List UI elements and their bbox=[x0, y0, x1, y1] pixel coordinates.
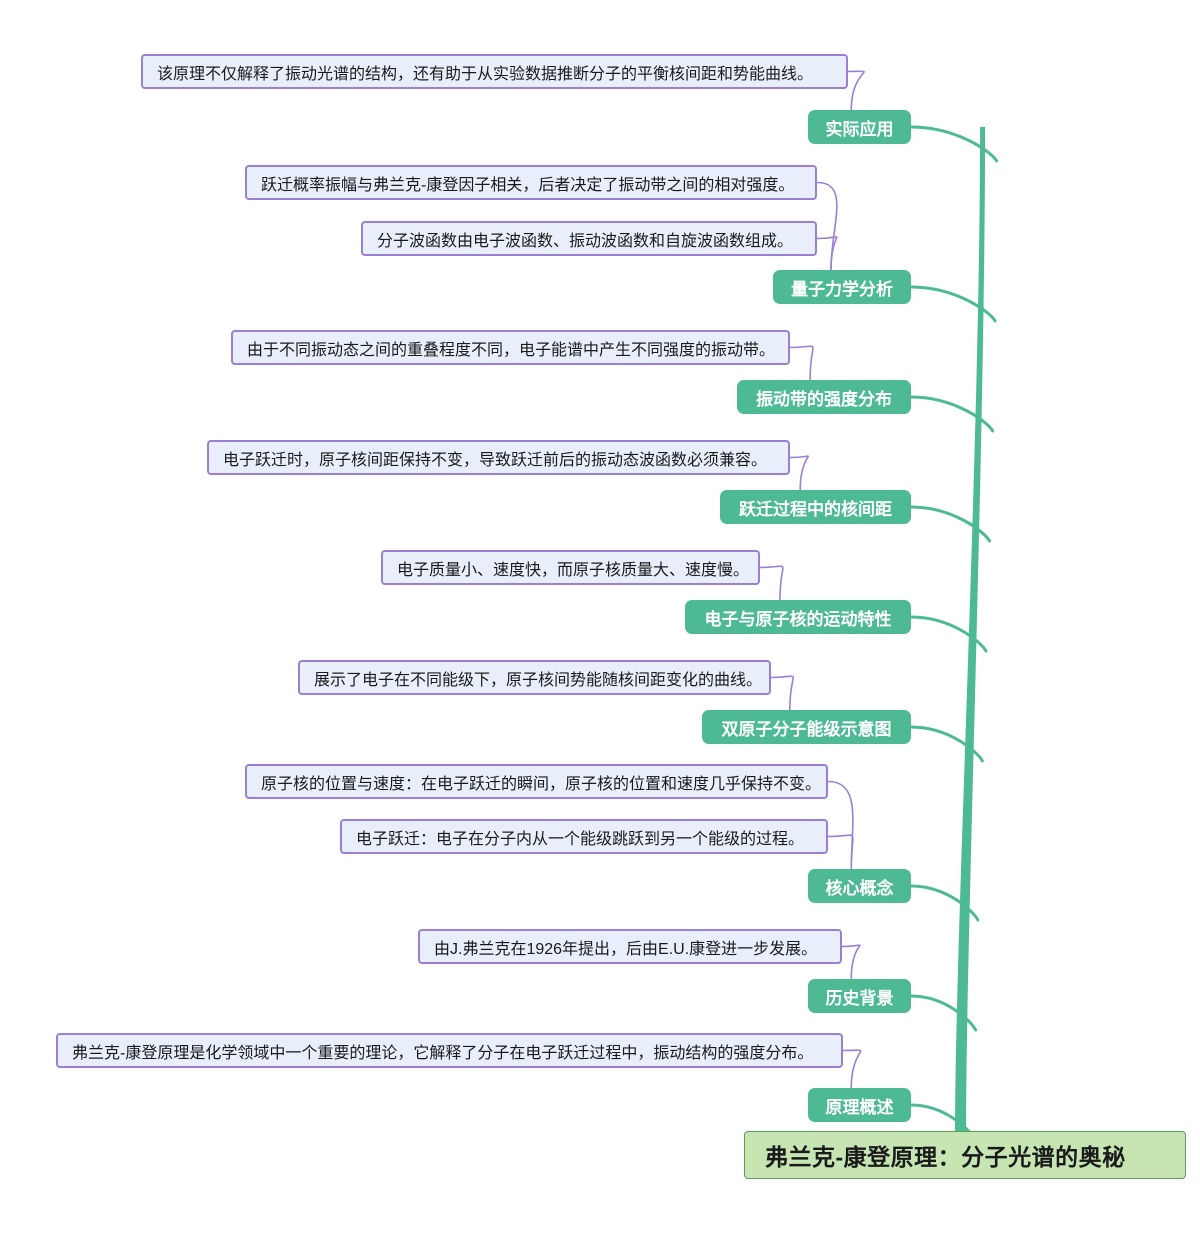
branch-node-internuclear-distance[interactable]: 跃迁过程中的核间距 bbox=[720, 490, 911, 524]
leaf-node[interactable]: 电子跃迁：电子在分子内从一个能级跳跃到另一个能级的过程。 bbox=[340, 819, 828, 854]
leaf-node[interactable]: 由J.弗兰克在1926年提出，后由E.U.康登进一步发展。 bbox=[418, 929, 842, 964]
leaf-node[interactable]: 原子核的位置与速度：在电子跃迁的瞬间，原子核的位置和速度几乎保持不变。 bbox=[245, 764, 828, 799]
leaf-node[interactable]: 由于不同振动态之间的重叠程度不同，电子能谱中产生不同强度的振动带。 bbox=[231, 330, 790, 365]
branch-node-practical-application[interactable]: 实际应用 bbox=[808, 110, 911, 144]
branch-node-core-concepts[interactable]: 核心概念 bbox=[808, 869, 911, 903]
branch-node-historical-background[interactable]: 历史背景 bbox=[808, 979, 911, 1013]
leaf-node[interactable]: 展示了电子在不同能级下，原子核间势能随核间距变化的曲线。 bbox=[298, 660, 771, 695]
leaf-node[interactable]: 弗兰克-康登原理是化学领域中一个重要的理论，它解释了分子在电子跃迁过程中，振动结… bbox=[56, 1033, 843, 1068]
leaf-node[interactable]: 电子质量小、速度快，而原子核质量大、速度慢。 bbox=[381, 550, 760, 585]
branch-node-principle-overview[interactable]: 原理概述 bbox=[808, 1088, 911, 1122]
leaf-node[interactable]: 分子波函数由电子波函数、振动波函数和自旋波函数组成。 bbox=[361, 221, 817, 256]
leaf-node[interactable]: 电子跃迁时，原子核间距保持不变，导致跃迁前后的振动态波函数必须兼容。 bbox=[207, 440, 790, 475]
branch-node-energy-level-diagram[interactable]: 双原子分子能级示意图 bbox=[702, 710, 911, 744]
root-node[interactable]: 弗兰克-康登原理：分子光谱的奥秘 bbox=[744, 1131, 1186, 1179]
branch-node-quantum-analysis[interactable]: 量子力学分析 bbox=[773, 270, 911, 304]
branch-node-motion-characteristics[interactable]: 电子与原子核的运动特性 bbox=[685, 600, 911, 634]
leaf-node[interactable]: 跃迁概率振幅与弗兰克-康登因子相关，后者决定了振动带之间的相对强度。 bbox=[245, 165, 817, 200]
leaf-node[interactable]: 该原理不仅解释了振动光谱的结构，还有助于从实验数据推断分子的平衡核间距和势能曲线… bbox=[141, 54, 848, 89]
branch-node-vibration-intensity[interactable]: 振动带的强度分布 bbox=[737, 380, 911, 414]
